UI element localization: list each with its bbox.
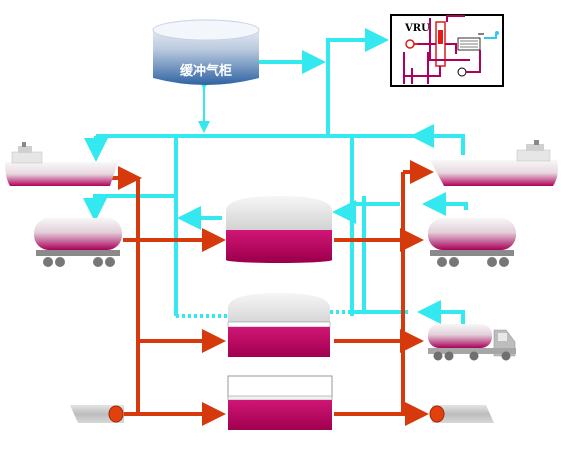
- pipeline-left: [70, 405, 124, 423]
- vapor-lines: [83, 28, 468, 325]
- liquid-lines: [110, 160, 434, 426]
- vapor-line-truck-2: [417, 300, 465, 325]
- tank-truck: [428, 324, 516, 361]
- ship-left: [5, 142, 118, 186]
- vapor-line-rail-left: [83, 194, 157, 222]
- vru-label: VRU: [404, 23, 430, 34]
- vru-compressor-icon: [457, 67, 467, 77]
- vru-pump-icon: [405, 39, 415, 49]
- rail-car-right: [428, 218, 516, 267]
- pipeline-left-valve: [108, 405, 124, 423]
- buffer-gas-holder: 缓冲气柜: [152, 19, 260, 85]
- pipeline-right-valve: [429, 405, 445, 423]
- vapor-line-ship-right: [438, 134, 465, 155]
- vapor-recovery-unit: VRU: [390, 14, 504, 87]
- vapor-line-rail-right-2: [422, 192, 468, 216]
- storage-tank-dome-2: [227, 293, 331, 357]
- ship-right: [430, 140, 558, 186]
- rail-car-left: [34, 218, 122, 267]
- pipeline-right: [429, 405, 494, 423]
- buffer-tank-label: 缓冲气柜: [180, 63, 232, 79]
- vapor-line-to-vru: [326, 28, 389, 136]
- storage-tank-dome-1: [226, 196, 332, 263]
- storage-tank-floating-roof: [227, 375, 333, 430]
